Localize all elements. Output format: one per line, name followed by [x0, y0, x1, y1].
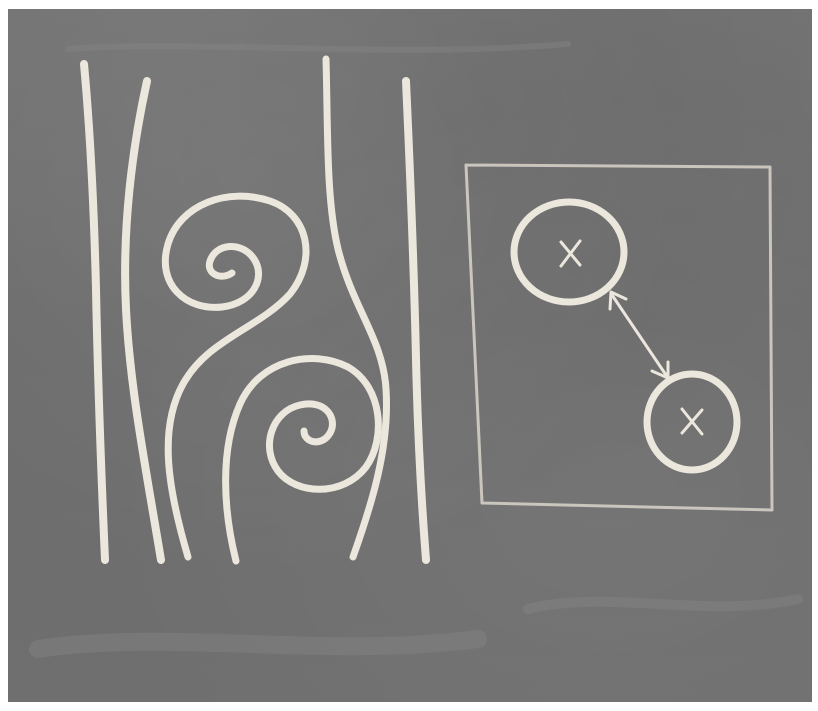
spiral-lower	[226, 359, 379, 561]
straight-line-4	[406, 81, 426, 560]
straight-line-2	[125, 81, 161, 560]
cross-mark-lower	[682, 409, 702, 434]
cross-mark-upper	[561, 241, 580, 266]
left-panel	[84, 59, 426, 561]
spiral-upper	[165, 196, 306, 557]
chalkboard	[8, 9, 812, 702]
double-arrow	[610, 292, 668, 378]
arrow-shaft	[612, 295, 666, 375]
straight-line-3	[326, 59, 387, 557]
right-panel	[466, 165, 772, 510]
straight-line-1	[84, 64, 105, 560]
chalk-drawing	[8, 9, 812, 702]
